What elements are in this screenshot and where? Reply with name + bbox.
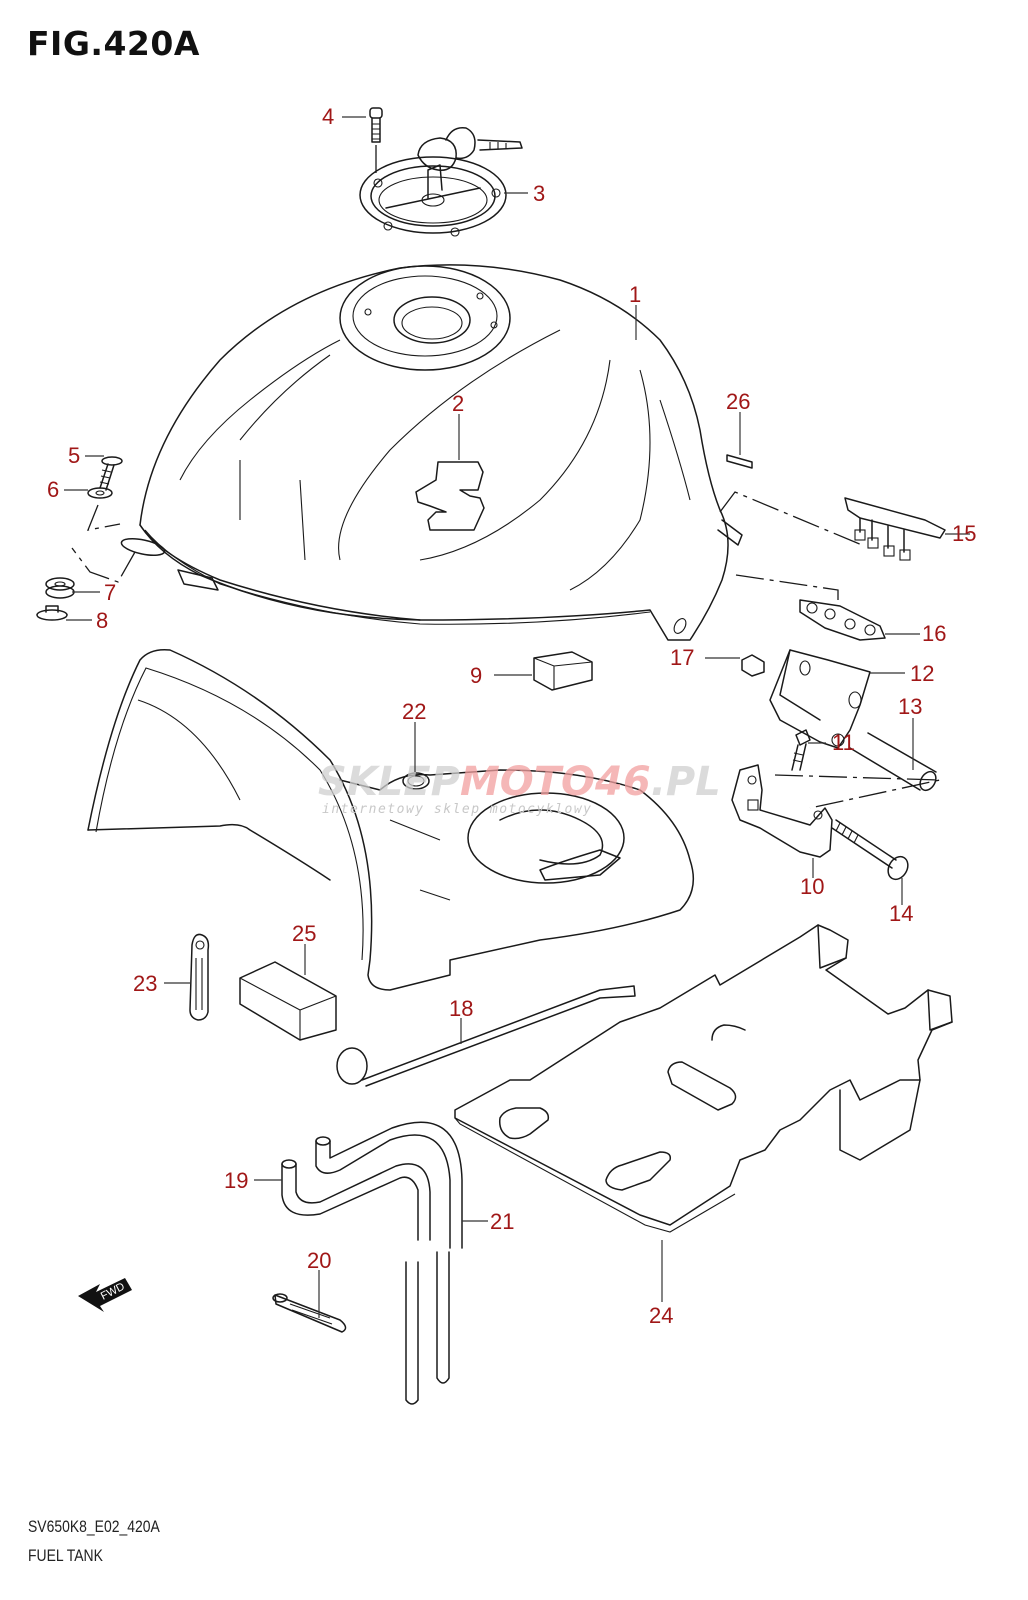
part-7-grommet[interactable] — [45, 577, 75, 599]
callout-2[interactable]: 2 — [452, 391, 464, 416]
part-15-damper[interactable] — [844, 497, 946, 561]
callout-26[interactable]: 26 — [726, 389, 750, 414]
watermark-tagline: internetowy sklep motocyklowy — [322, 802, 592, 817]
callout-12[interactable]: 12 — [910, 661, 934, 686]
callout-3[interactable]: 3 — [533, 181, 545, 206]
watermark-moto: MOTO — [460, 759, 595, 805]
part-16-damper[interactable] — [799, 599, 886, 641]
callout-1[interactable]: 1 — [629, 282, 641, 307]
callout-23[interactable]: 23 — [133, 971, 157, 996]
part-10-bracket[interactable] — [731, 764, 833, 858]
part-2-emblem[interactable] — [415, 461, 485, 531]
part-21-hose[interactable] — [315, 1121, 463, 1384]
callout-7[interactable]: 7 — [104, 580, 116, 605]
callout-13[interactable]: 13 — [898, 694, 922, 719]
callout-labels: 4 3 1 2 5 6 26 15 7 8 16 17 12 9 22 13 1… — [47, 104, 976, 1328]
part-14-bolt[interactable] — [831, 819, 912, 883]
callout-14[interactable]: 14 — [889, 901, 913, 926]
part-23-clamp[interactable] — [189, 933, 210, 1021]
part-3-fuel-cap[interactable] — [359, 127, 523, 237]
watermark-pl: .PL — [651, 759, 721, 805]
callout-10[interactable]: 10 — [800, 874, 824, 899]
part-26-clip[interactable] — [726, 454, 753, 469]
part-11-bolt[interactable] — [791, 729, 811, 771]
callout-25[interactable]: 25 — [292, 921, 316, 946]
part-17-nut[interactable] — [741, 654, 765, 677]
callout-21[interactable]: 21 — [490, 1209, 514, 1234]
part-24-plate[interactable] — [454, 924, 953, 1233]
part-4-bolt[interactable] — [369, 107, 383, 180]
callout-18[interactable]: 18 — [449, 996, 473, 1021]
svg-text:SKLEPMOTO46.PL: SKLEPMOTO46.PL — [318, 759, 721, 805]
callout-19[interactable]: 19 — [224, 1168, 248, 1193]
diagram-code: SV650K8_E02_420A — [28, 1517, 160, 1536]
leader-lines — [64, 116, 970, 1318]
part-8-collar[interactable] — [36, 605, 68, 621]
callout-9[interactable]: 9 — [470, 663, 482, 688]
watermark-sklep: SKLEP — [318, 759, 460, 805]
figure-title: FIG.420A — [27, 24, 200, 63]
callout-22[interactable]: 22 — [402, 699, 426, 724]
part-12-bracket[interactable] — [769, 649, 871, 749]
watermark: SKLEPMOTO46.PL internetowy sklep motocyk… — [318, 759, 721, 817]
fwd-arrow-icon: FWD — [78, 1278, 132, 1312]
part-19-hose[interactable] — [281, 1159, 431, 1405]
part-9-cushion[interactable] — [533, 651, 593, 691]
part-1-fuel-tank[interactable] — [120, 264, 743, 641]
part-20-clamp[interactable] — [272, 1293, 347, 1333]
assembly-line — [71, 504, 136, 583]
diagram-name: FUEL TANK — [28, 1546, 103, 1565]
part-22-cushion-and-cover[interactable] — [87, 648, 695, 991]
part-6-washer[interactable] — [87, 487, 113, 499]
callout-20[interactable]: 20 — [307, 1248, 331, 1273]
assembly-line — [774, 774, 941, 809]
callout-16[interactable]: 16 — [922, 621, 946, 646]
callout-6[interactable]: 6 — [47, 477, 59, 502]
callout-4[interactable]: 4 — [322, 104, 334, 129]
part-18-rod[interactable] — [336, 985, 636, 1087]
callout-15[interactable]: 15 — [952, 521, 976, 546]
callout-17[interactable]: 17 — [670, 645, 694, 670]
assembly-line — [719, 491, 863, 546]
callout-11[interactable]: 11 — [832, 730, 855, 755]
part-25-cushion[interactable] — [239, 961, 337, 1041]
callout-8[interactable]: 8 — [96, 608, 108, 633]
part-5-bolt[interactable] — [99, 456, 123, 491]
callout-24[interactable]: 24 — [649, 1303, 673, 1328]
part-13-collar[interactable] — [849, 732, 939, 793]
watermark-46: 46 — [594, 759, 651, 805]
callout-5[interactable]: 5 — [68, 443, 80, 468]
assembly-line — [735, 574, 839, 600]
